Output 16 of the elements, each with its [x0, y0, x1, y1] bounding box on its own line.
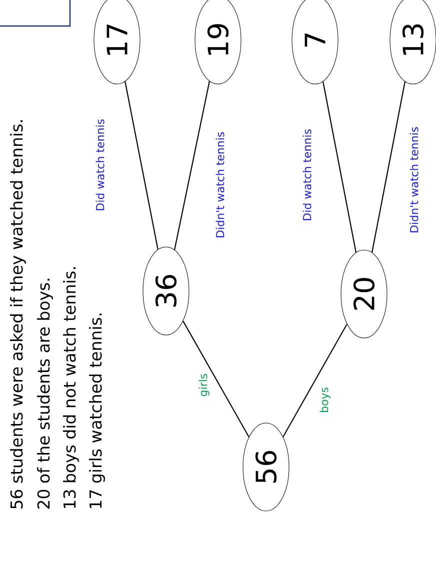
edge-label: Did watch tennis — [96, 119, 104, 210]
branch-line — [322, 81, 357, 253]
edge-label: girls — [198, 374, 210, 396]
branch-line — [124, 81, 158, 250]
edge-label: Did watch tennis — [302, 129, 312, 220]
branch-line — [371, 81, 406, 253]
branch-line — [282, 324, 348, 438]
edge-label: boys — [320, 388, 330, 412]
question-text: 13 boys did not watch tennis. — [63, 267, 79, 508]
question-text: 17 girls watched tennis. — [89, 314, 105, 508]
branch-line — [174, 81, 210, 250]
question-text: 20 of the students are boys. — [37, 278, 53, 509]
question-text: 56 students were asked if they watched tennis. — [10, 120, 26, 509]
branch-line — [182, 320, 250, 438]
edge-label: Didn't watch tennis — [410, 127, 418, 232]
edge-label: Didn't watch tennis — [216, 132, 224, 238]
